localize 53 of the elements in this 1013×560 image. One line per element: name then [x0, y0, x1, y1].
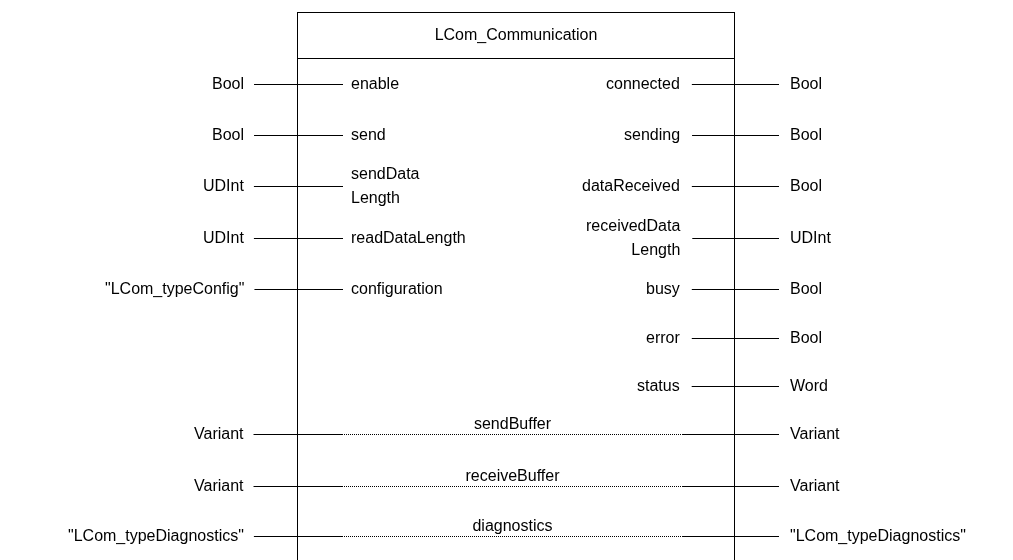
- connector-line: [691, 135, 780, 136]
- input-pin-label: enable: [343, 72, 400, 96]
- input-pin-label: readDataLength: [343, 226, 466, 250]
- data-type-label: "LCom_typeDiagnostics": [68, 524, 254, 548]
- connector-line: [682, 486, 780, 487]
- data-type-label: "LCom_typeConfig": [105, 277, 255, 301]
- connector-line: [691, 338, 780, 339]
- data-type-label: UDInt: [779, 226, 831, 250]
- output-pin-label: status: [637, 374, 692, 398]
- in-out-pin: receiveBuffer: [342, 465, 683, 487]
- data-type-label: "LCom_typeDiagnostics": [779, 524, 966, 548]
- connector-line: [691, 84, 780, 85]
- data-type-label: Bool: [779, 123, 823, 147]
- connector-line: [253, 135, 344, 136]
- data-type-label: Bool: [212, 72, 255, 96]
- in-out-pin: sendBuffer: [342, 413, 683, 435]
- connector-line: [682, 536, 780, 537]
- connector-line: [253, 84, 344, 85]
- connector-line: [691, 289, 780, 290]
- block-title: LCom_Communication: [298, 13, 734, 59]
- connector-line: [691, 186, 780, 187]
- data-type-label: Bool: [779, 277, 823, 301]
- output-pin-label: busy: [646, 277, 692, 301]
- data-type-label: Variant: [779, 474, 840, 498]
- data-type-label: UDInt: [203, 174, 254, 198]
- connector-line: [691, 386, 780, 387]
- data-type-label: Bool: [779, 326, 823, 350]
- input-pin-label: sendData Length: [343, 162, 420, 210]
- output-pin-label: error: [646, 326, 692, 350]
- connector-line: [253, 434, 343, 435]
- data-type-label: Bool: [212, 123, 255, 147]
- output-pin-label: receivedData Length: [586, 214, 693, 262]
- connector-line: [253, 186, 344, 187]
- data-type-label: Bool: [779, 72, 823, 96]
- in-out-pin: diagnostics: [342, 515, 683, 537]
- output-pin-label: dataReceived: [582, 174, 692, 198]
- output-pin-label: connected: [606, 72, 692, 96]
- data-type-label: UDInt: [203, 226, 254, 250]
- connector-line: [253, 536, 343, 537]
- connector-line: [691, 238, 780, 239]
- connector-line: [253, 289, 344, 290]
- connector-line: [682, 434, 780, 435]
- data-type-label: Variant: [194, 474, 254, 498]
- input-pin-label: send: [343, 123, 386, 147]
- data-type-label: Variant: [779, 422, 840, 446]
- data-type-label: Bool: [779, 174, 823, 198]
- connector-line: [253, 238, 344, 239]
- data-type-label: Word: [779, 374, 828, 398]
- function-block: [297, 12, 735, 560]
- connector-line: [253, 486, 343, 487]
- data-type-label: Variant: [194, 422, 254, 446]
- input-pin-label: configuration: [343, 277, 443, 301]
- output-pin-label: sending: [624, 123, 693, 147]
